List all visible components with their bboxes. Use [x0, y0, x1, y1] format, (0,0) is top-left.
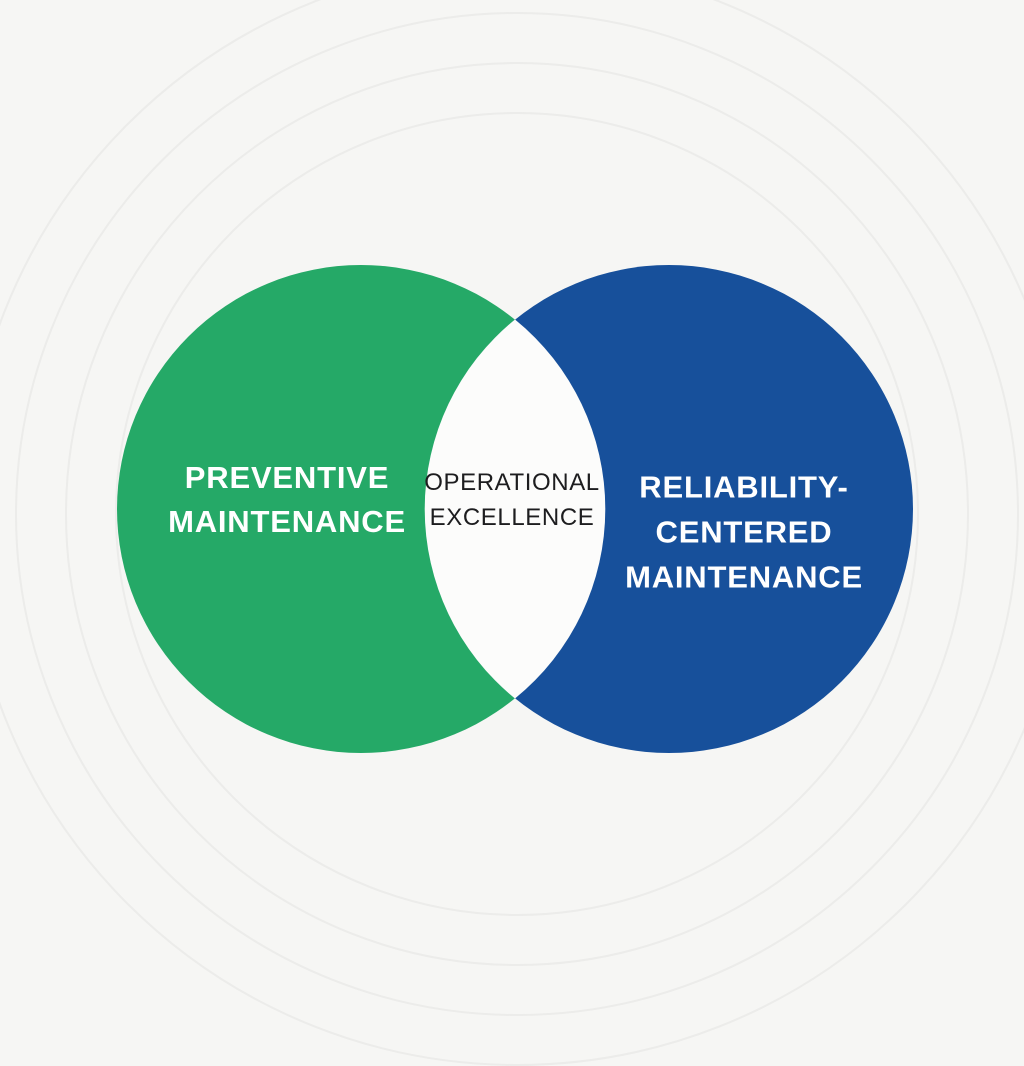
left-circle-label-line1: PREVENTIVE: [184, 460, 390, 495]
venn-circles: [117, 265, 913, 753]
intersection-label-line1: OPERATIONAL: [424, 469, 600, 496]
left-circle-label: PREVENTIVE MAINTENANCE: [168, 456, 406, 544]
left-circle-label-line2: MAINTENANCE: [168, 504, 406, 539]
right-circle-label-line3: MAINTENANCE: [625, 559, 863, 595]
right-circle-label-line2: CENTERED: [655, 514, 833, 550]
intersection-lens-shape: [424, 319, 606, 699]
intersection-label: OPERATIONAL EXCELLENCE: [424, 465, 600, 535]
right-circle-label-line1: RELIABILITY-: [639, 469, 849, 505]
right-circle-label: RELIABILITY- CENTERED MAINTENANCE: [625, 465, 863, 600]
intersection-label-line2: EXCELLENCE: [429, 504, 595, 531]
